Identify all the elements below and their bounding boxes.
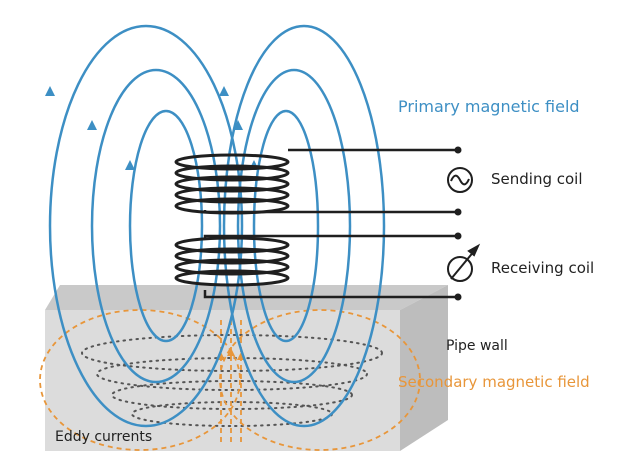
pipe-wall-label: Pipe wall (446, 338, 508, 354)
secondary-field-loop (39, 309, 241, 451)
primary-field-arrow (45, 86, 55, 96)
eddy-current-ring (81, 334, 383, 372)
secondary-field-loop (219, 309, 421, 451)
primary-field-label: Primary magnetic field (398, 97, 580, 116)
receiving-coil-turn (174, 247, 290, 265)
receiving-coil-turn (174, 236, 290, 254)
primary-field-arrows (45, 86, 259, 170)
sending-coil-label: Sending coil (491, 170, 583, 188)
primary-field-loop-right-inner (252, 109, 320, 343)
primary-field-lines (48, 24, 386, 428)
primary-field-loop-left-outer (48, 24, 244, 428)
primary-field-arrow (125, 160, 135, 170)
terminals (454, 146, 462, 301)
pipe-wall-side-face (400, 285, 448, 451)
eddy-current-ring (96, 357, 368, 391)
sending-coil-turn (174, 186, 290, 204)
sending-coil-turn (174, 153, 290, 171)
primary-field-loop-right-middle (236, 68, 352, 384)
terminal-dot (454, 293, 462, 301)
secondary-field-label: Secondary magnetic field (398, 373, 590, 391)
sending-coil-turn (174, 164, 290, 182)
ac-source-icon (447, 167, 473, 193)
eddy-current-ring (111, 380, 353, 410)
receiving-coil-turn (174, 258, 290, 276)
sending-coil (174, 153, 290, 215)
primary-field-loop-left-inner (128, 109, 204, 343)
eddy-currents-label: Eddy currents (55, 429, 153, 445)
receiving-coil-turn (174, 269, 290, 287)
sending-coil-lead-bottom (203, 210, 458, 214)
sending-coil-turn (174, 175, 290, 193)
primary-field-loop-right-outer (222, 24, 386, 428)
meter-icon (447, 243, 481, 282)
terminal-dot (454, 232, 462, 240)
primary-field-arrow (233, 120, 243, 130)
receiving-coil (174, 236, 290, 287)
receiving-coil-lead-bottom (203, 290, 458, 299)
receiving-coil-label: Receiving coil (491, 259, 595, 277)
secondary-field-arrow (227, 348, 235, 356)
primary-field-loop-left-middle (90, 68, 222, 384)
terminal-dot (454, 146, 462, 154)
terminal-dot (454, 208, 462, 216)
receiving-coil-lead-top (203, 234, 458, 238)
secondary-field-lines (39, 309, 421, 451)
primary-field-arrow (87, 120, 97, 130)
coil-leads (203, 148, 458, 299)
primary-field-arrow (219, 86, 229, 96)
